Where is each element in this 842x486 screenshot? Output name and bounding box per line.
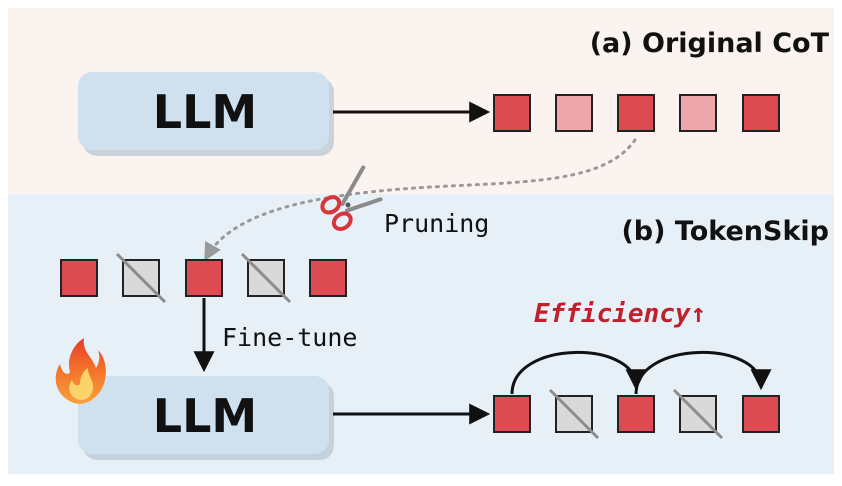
token-important (617, 94, 655, 132)
pruning-dotted-arrow (204, 138, 637, 262)
token-pruned (240, 252, 292, 304)
token-skipped (548, 388, 600, 440)
skip-arc-1 (510, 350, 647, 395)
token-important (185, 259, 223, 297)
llm-box-original: LLM (78, 72, 334, 156)
finetune-label: Fine-tune (222, 323, 357, 352)
token-skipped (672, 388, 724, 440)
token-important (60, 259, 98, 297)
token-important (493, 395, 531, 433)
tokenskip-title: (b) TokenSkip (621, 216, 829, 247)
token-important (309, 259, 347, 297)
token-unimportant (679, 94, 717, 132)
token-important (742, 395, 780, 433)
token-important (493, 94, 531, 132)
efficiency-label: Efficiency↑ (534, 299, 706, 329)
pruning-label: Pruning (384, 209, 489, 238)
token-important (617, 395, 655, 433)
scissors-icon (320, 165, 383, 231)
fire-icon (55, 338, 106, 404)
token-unimportant (555, 94, 593, 132)
skip-arc-2 (634, 350, 772, 395)
llm-label-original: LLM (153, 85, 257, 139)
llm-box-tokenskip: LLM (78, 376, 334, 460)
token-pruned (115, 252, 167, 304)
llm-label-tokenskip: LLM (153, 389, 257, 443)
original-token-row (493, 94, 780, 132)
original-cot-title: (a) Original CoT (590, 28, 830, 59)
token-important (742, 94, 780, 132)
tokenskip-token-row (493, 388, 780, 440)
pruned-token-row (60, 252, 347, 304)
